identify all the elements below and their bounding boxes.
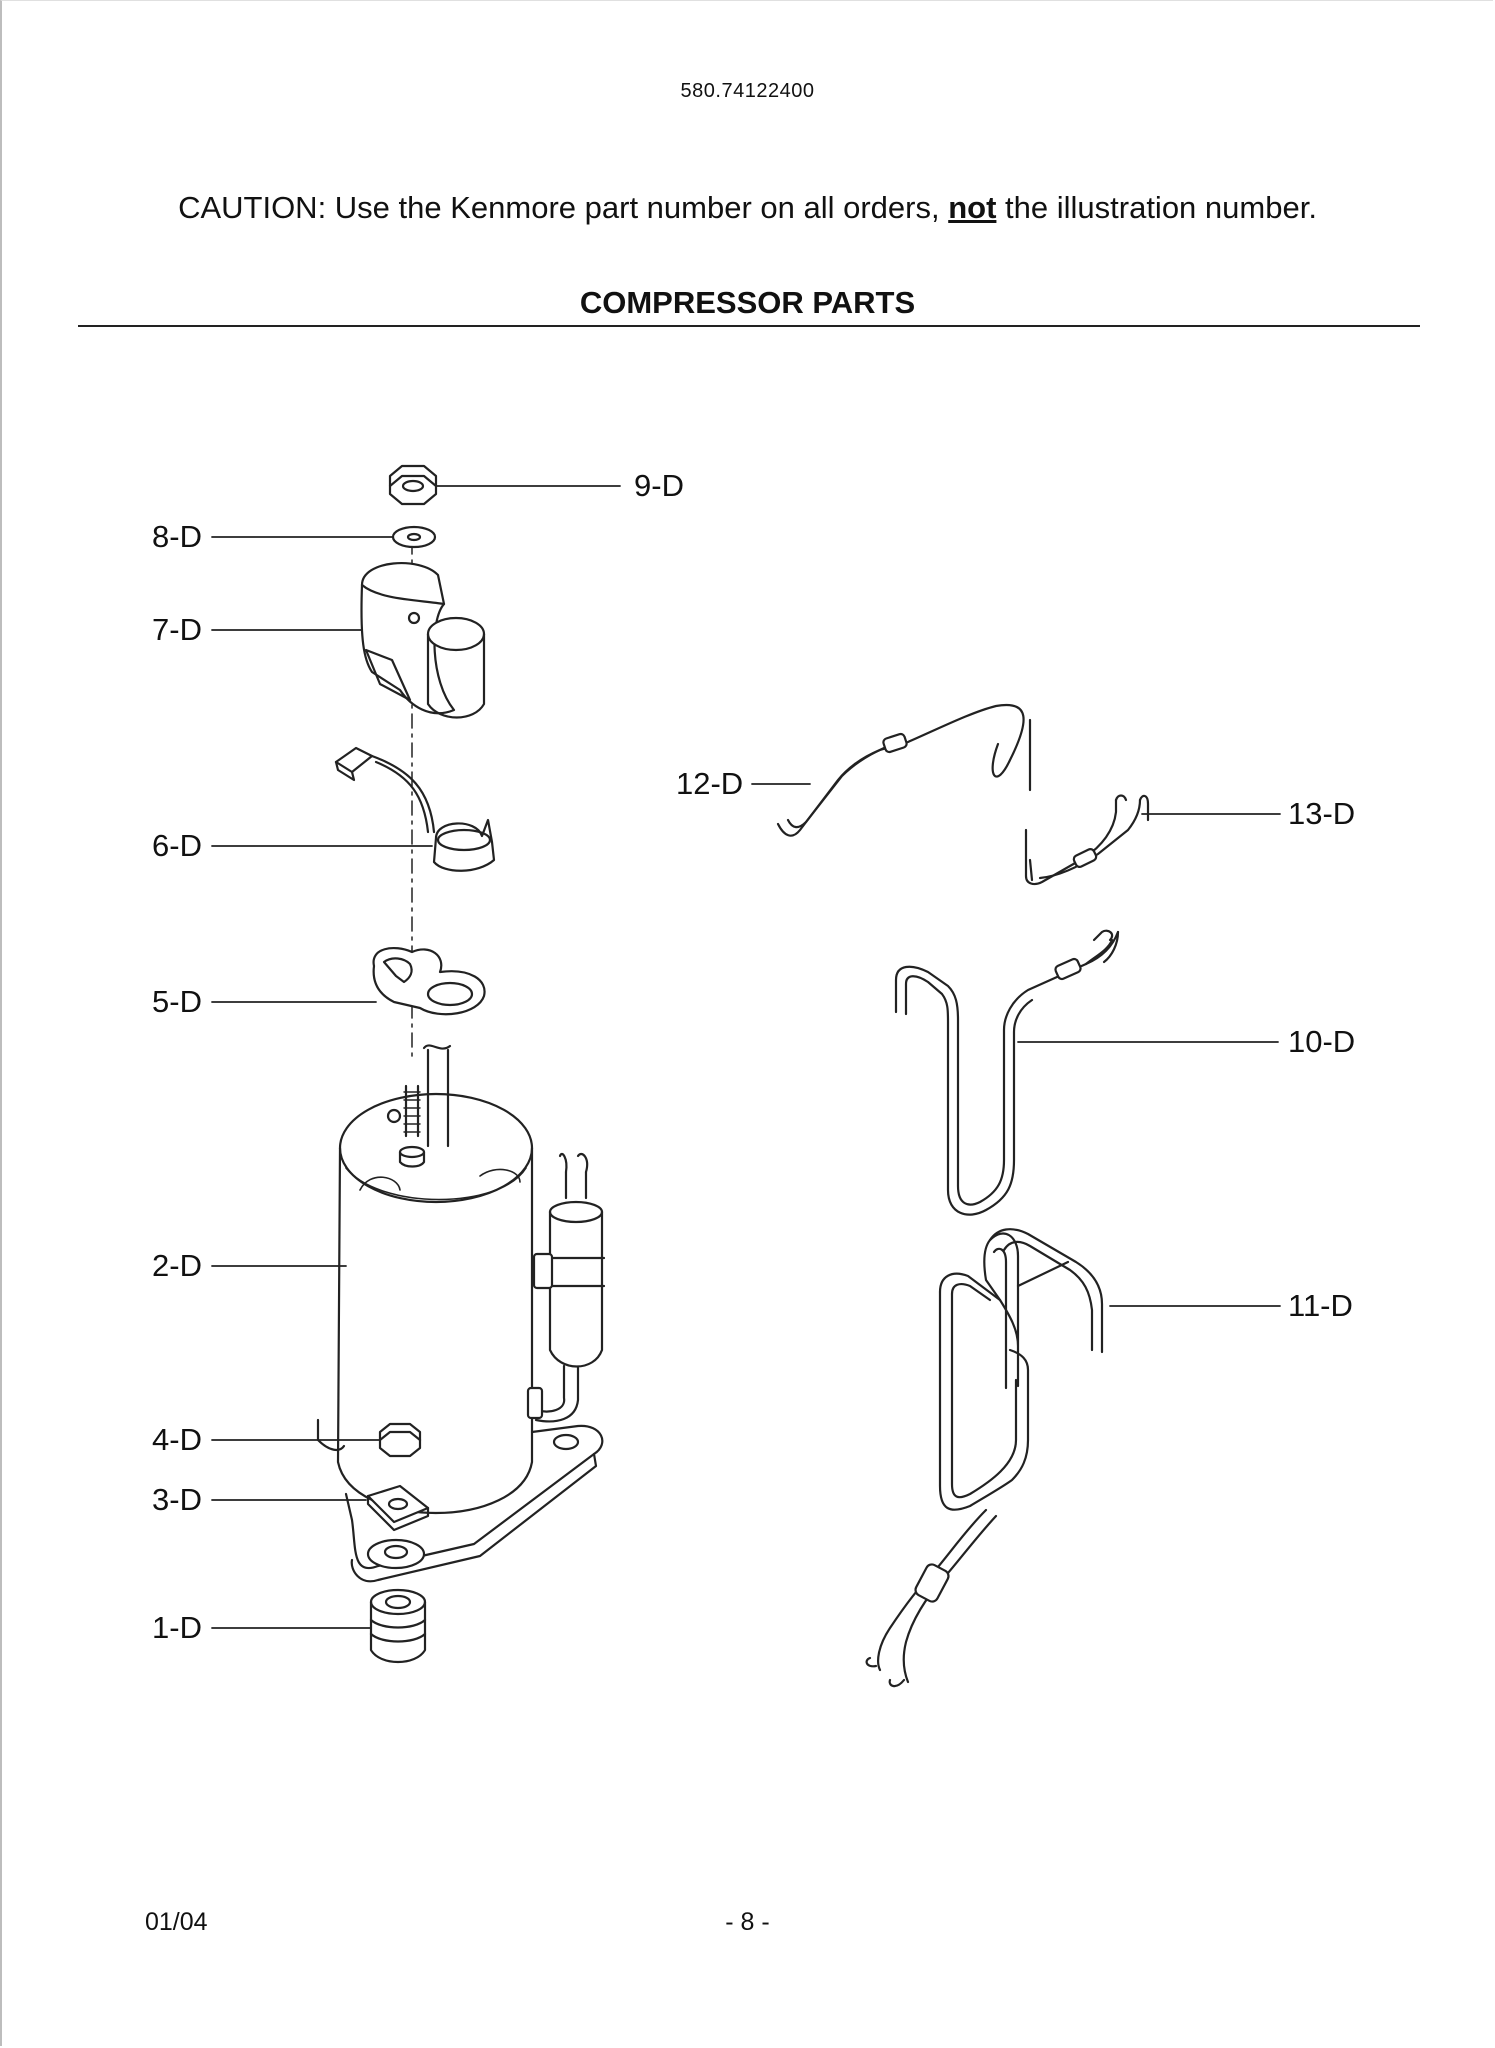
callout-5-d: 5-D xyxy=(152,984,202,1019)
caution-prefix: CAUTION: Use the Kenmore part number on … xyxy=(178,190,949,225)
part-13-tube-assembly xyxy=(1024,794,1150,886)
callout-13-d: 13-D xyxy=(1288,796,1356,831)
part-10-discharge-tube xyxy=(894,929,1120,1216)
part-2-compressor-body xyxy=(316,1044,606,1583)
callout-3-d: 3-D xyxy=(152,1482,202,1517)
part-5-gasket xyxy=(372,947,486,1016)
part-9-nut xyxy=(388,464,438,506)
callout-1-d: 1-D xyxy=(152,1610,202,1645)
part-8-washer xyxy=(391,525,437,549)
callout-12-d: 12-D xyxy=(676,766,744,801)
caution-emphasis: not xyxy=(948,190,997,225)
part-1-grommet xyxy=(369,1588,427,1663)
title-rule xyxy=(78,325,1420,327)
part-3-mount-washer xyxy=(366,1484,430,1532)
part-12-capillary-tube xyxy=(776,703,1032,837)
part-7-terminal-cover xyxy=(360,562,486,719)
callout-11-d: 11-D xyxy=(1288,1288,1353,1323)
callout-4-d: 4-D xyxy=(152,1422,202,1457)
part-4-nut xyxy=(378,1422,422,1458)
callout-7-d: 7-D xyxy=(152,612,202,647)
footer-page-number: - 8 - xyxy=(725,1908,770,1936)
caution-note: CAUTION: Use the Kenmore part number on … xyxy=(0,190,1495,226)
callout-6-d: 6-D xyxy=(152,828,202,863)
model-number: 580.74122400 xyxy=(680,80,815,102)
part-6-overload xyxy=(334,746,496,872)
caution-suffix: the illustration number. xyxy=(996,190,1317,225)
callout-8-d: 8-D xyxy=(152,519,202,554)
callout-10-d: 10-D xyxy=(1288,1024,1356,1059)
part-11-suction-tube xyxy=(865,1228,1104,1688)
callout-2-d: 2-D xyxy=(152,1248,202,1283)
footer-date: 01/04 xyxy=(145,1908,208,1936)
section-title: COMPRESSOR PARTS xyxy=(579,285,916,320)
callout-9-d: 9-D xyxy=(634,468,684,503)
